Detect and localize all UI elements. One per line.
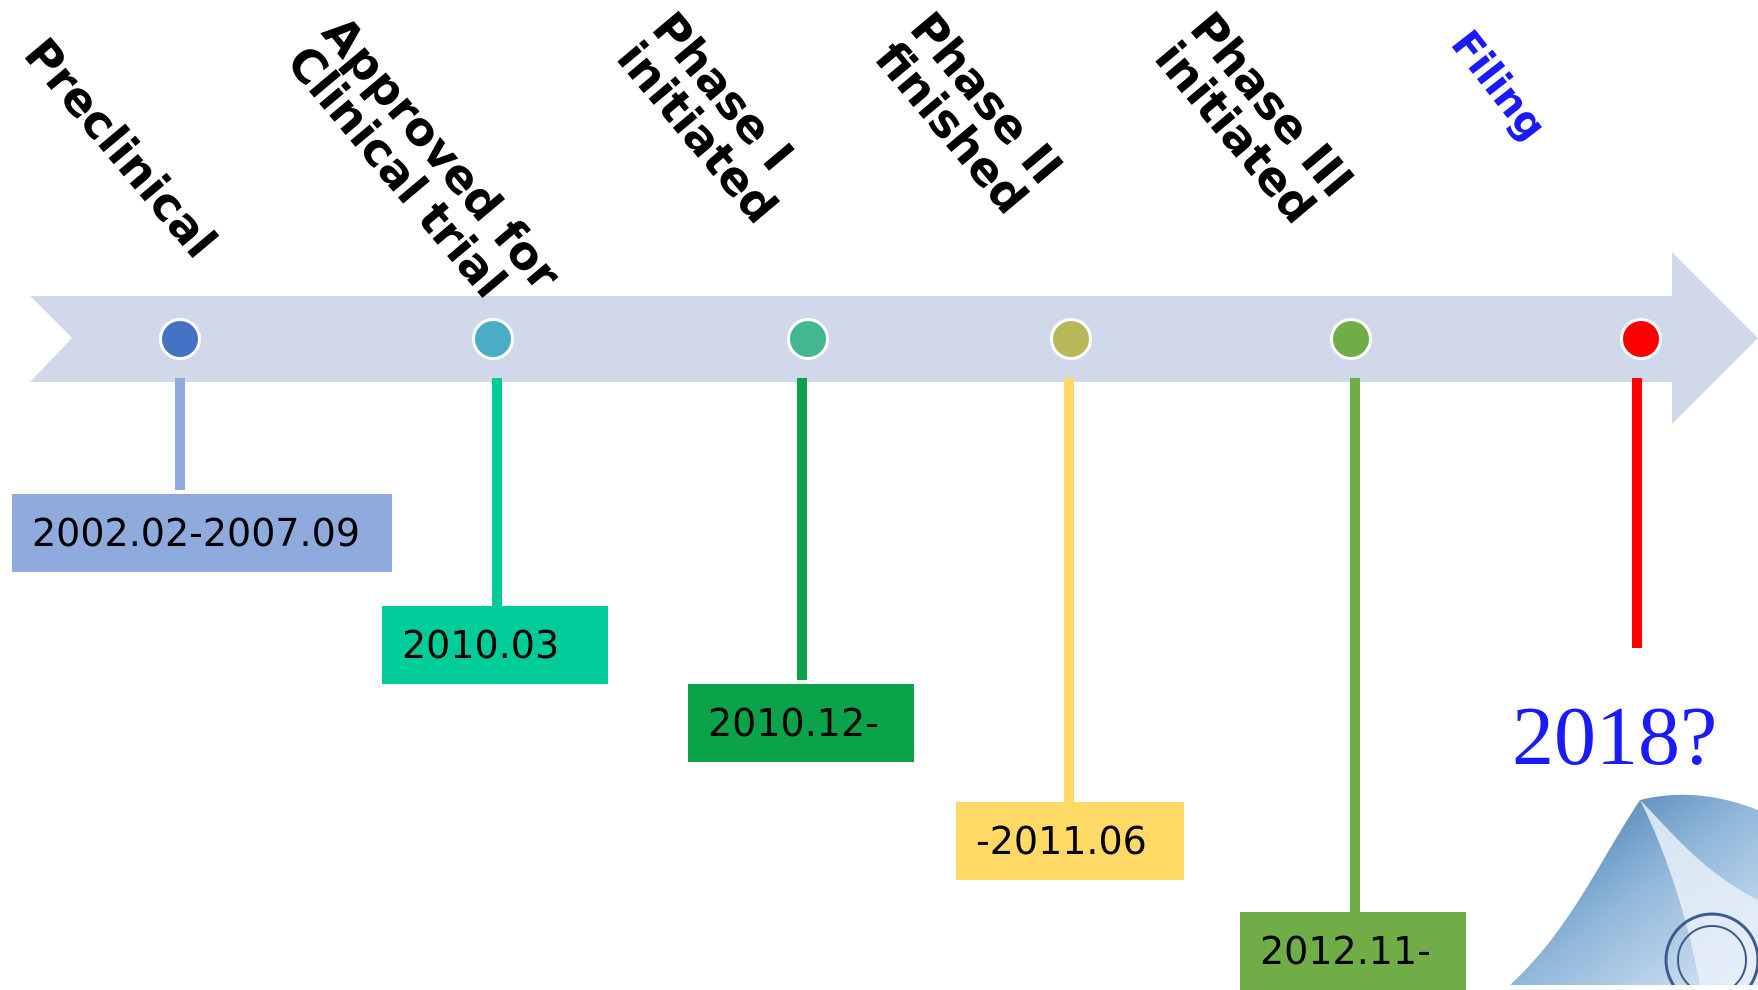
stage-stem-approved xyxy=(492,378,502,606)
stage-stem-phase1 xyxy=(797,378,807,680)
date-box-preclinical: 2002.02-2007.09 xyxy=(12,494,392,572)
date-box-phase3: 2012.11- xyxy=(1240,912,1466,990)
date-box-phase2: -2011.06 xyxy=(956,802,1184,880)
stage-dot-filing xyxy=(1620,318,1662,360)
date-text-phase1: 2010.12- xyxy=(708,701,879,745)
stage-dot-phase3 xyxy=(1330,318,1372,360)
date-text-phase3: 2012.11- xyxy=(1260,929,1431,973)
stage-stem-preclinical xyxy=(175,378,185,490)
seal-icon xyxy=(1664,912,1758,985)
date-box-approved: 2010.03 xyxy=(382,606,608,684)
stage-stem-phase2 xyxy=(1064,378,1074,804)
date-text-preclinical: 2002.02-2007.09 xyxy=(32,511,360,555)
timeline-arrow-shape xyxy=(30,252,1758,424)
stage-stem-filing xyxy=(1632,378,1642,648)
filing-year: 2018? xyxy=(1512,690,1718,783)
date-box-phase1: 2010.12- xyxy=(688,684,914,762)
stage-dot-approved xyxy=(472,318,514,360)
stage-stem-phase3 xyxy=(1350,378,1360,912)
stage-dot-phase1 xyxy=(787,318,829,360)
stage-dot-preclinical xyxy=(159,318,201,360)
date-text-approved: 2010.03 xyxy=(402,623,560,667)
stage-dot-phase2 xyxy=(1050,318,1092,360)
date-text-phase2: -2011.06 xyxy=(976,819,1147,863)
